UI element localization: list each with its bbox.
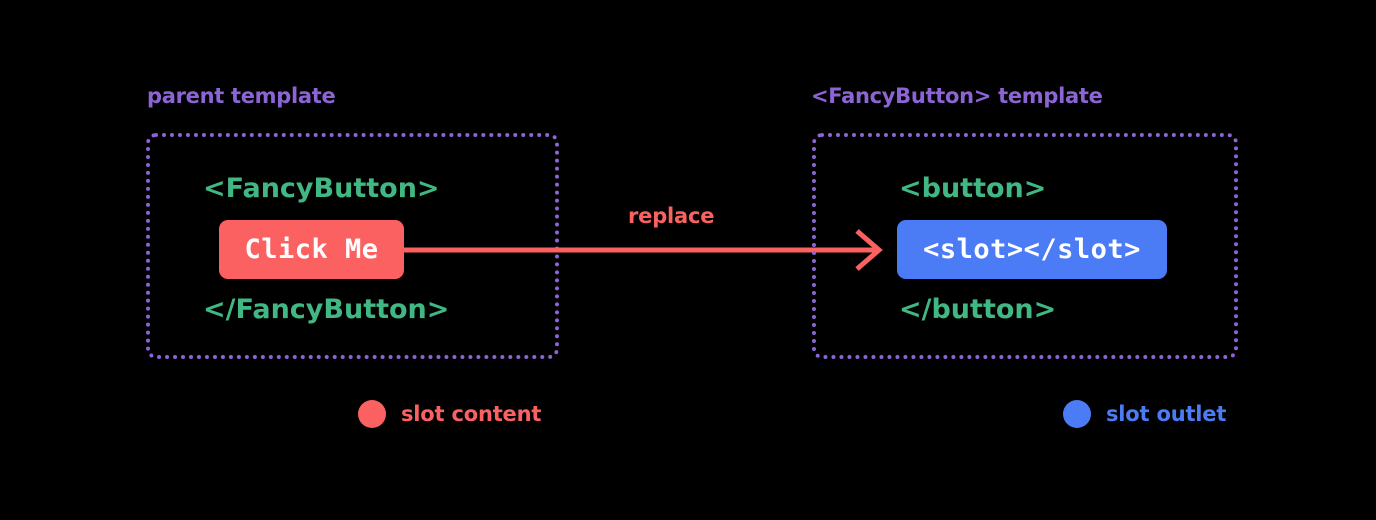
- legend-item-slot-content: slot content: [358, 400, 541, 428]
- slot-outlet-chip[interactable]: <slot></slot>: [897, 220, 1167, 279]
- fancybutton-template-panel: [812, 133, 1238, 359]
- fancybutton-template-caption: <FancyButton> template: [811, 84, 1103, 108]
- fancybutton-open-tag: <button>: [899, 173, 1047, 204]
- slot-outlet-chip-label: <slot></slot>: [923, 234, 1141, 265]
- replace-arrow-icon: [402, 229, 883, 271]
- legend-label-slot-content: slot content: [401, 402, 542, 426]
- parent-template-panel: [146, 133, 559, 359]
- fancybutton-close-tag: </button>: [899, 294, 1057, 325]
- slot-content-chip-label: Click Me: [244, 234, 379, 265]
- replace-label: replace: [628, 204, 715, 228]
- legend-dot-icon-slot-outlet: [1063, 400, 1091, 428]
- slot-content-chip[interactable]: Click Me: [219, 220, 404, 279]
- parent-close-tag: </FancyButton>: [203, 294, 450, 325]
- legend-label-slot-outlet: slot outlet: [1106, 402, 1227, 426]
- legend-dot-icon-slot-content: [358, 400, 386, 428]
- parent-template-caption: parent template: [147, 84, 336, 108]
- legend-item-slot-outlet: slot outlet: [1063, 400, 1226, 428]
- parent-open-tag: <FancyButton>: [203, 173, 440, 204]
